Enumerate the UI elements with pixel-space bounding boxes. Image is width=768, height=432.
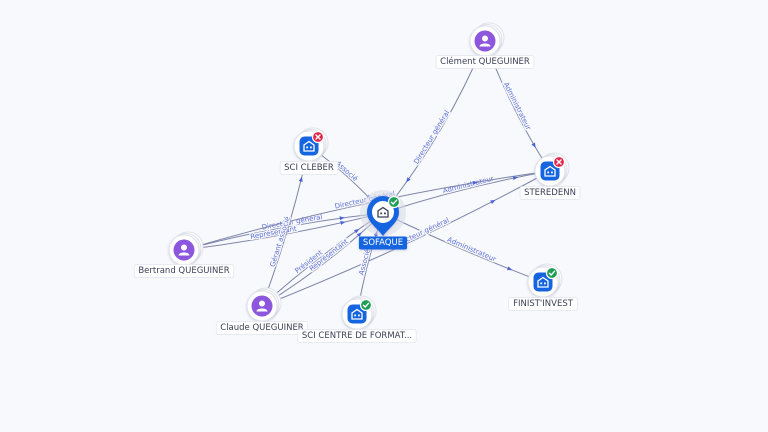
edge-arrow xyxy=(506,266,513,271)
close-badge-icon xyxy=(552,155,566,169)
building-icon-window xyxy=(540,282,543,285)
node-label-bg xyxy=(215,321,309,335)
person-icon xyxy=(479,35,491,47)
building-icon xyxy=(351,308,363,320)
node-finist[interactable]: FINIST'INVEST xyxy=(508,263,578,311)
person-icon-body xyxy=(256,308,268,312)
edge-label: Administrateur xyxy=(502,81,533,131)
node-sci_centre[interactable]: SCI CENTRE DE FORMAT... xyxy=(297,295,417,343)
node-label-text: Bertrand QUEGUINER xyxy=(138,266,229,276)
node-label-bg xyxy=(358,236,408,250)
building-icon-window xyxy=(547,171,550,174)
node-label-bg xyxy=(279,161,339,175)
edge-label: Directeur général xyxy=(412,109,451,166)
edge-arrow xyxy=(472,180,478,185)
edge-arrow xyxy=(512,176,519,181)
edge-arrow xyxy=(340,220,346,225)
building-icon-outline xyxy=(303,140,315,152)
node-label-sofaque[interactable]: SOFAQUE xyxy=(358,236,408,250)
node-bertrand[interactable]: Bertrand QUEGUINER xyxy=(133,231,235,278)
building-icon-window xyxy=(310,146,312,149)
edge-line xyxy=(261,170,551,307)
building-icon xyxy=(303,140,315,152)
check-badge-icon xyxy=(359,298,373,312)
building-icon-window xyxy=(380,212,383,215)
node-label-steredenn[interactable]: STEREDENN xyxy=(519,186,581,200)
node-label-text: SCI CLEBER xyxy=(284,163,334,173)
node-label-finist[interactable]: FINIST'INVEST xyxy=(508,297,578,311)
edge-label: Administrateur xyxy=(446,236,497,264)
building-icon xyxy=(537,276,549,288)
building-icon xyxy=(544,165,556,177)
close-badge-icon xyxy=(311,130,325,144)
edge-arrow xyxy=(339,216,345,221)
building-icon-window xyxy=(551,171,553,174)
building-icon-window xyxy=(306,146,309,149)
node-label-bg xyxy=(519,186,581,200)
building-icon-window xyxy=(384,212,386,215)
edge-arrow xyxy=(490,199,496,205)
node-label-text: Claude QUEGUINER xyxy=(220,323,304,333)
building-icon-window xyxy=(544,282,546,285)
node-label-text: FINIST'INVEST xyxy=(513,299,574,309)
edge-arrow xyxy=(356,232,362,238)
nodes-layer: SOFAQUE Clément QUEGUINER SCI CLEBER STERED… xyxy=(133,22,581,343)
person-icon-head xyxy=(181,244,187,251)
edge-line xyxy=(183,212,384,251)
node-label-bg xyxy=(133,264,235,278)
building-icon-outline xyxy=(377,206,389,218)
edge-arrow xyxy=(298,176,303,182)
building-icon-window xyxy=(354,314,357,317)
node-claude[interactable]: Claude QUEGUINER xyxy=(215,287,309,335)
edges-layer: Directeur généralAdministrateurAdministr… xyxy=(183,40,551,315)
edge-label: Associé xyxy=(358,248,372,276)
node-label-sci_centre[interactable]: SCI CENTRE DE FORMAT... xyxy=(297,329,417,343)
edge-arrow xyxy=(354,228,360,234)
edge-arrow xyxy=(531,142,536,148)
person-icon-body xyxy=(178,252,190,256)
node-label-text: Clément QUEGUINER xyxy=(440,56,530,67)
node-label-bg xyxy=(435,55,535,69)
node-label-clement[interactable]: Clément QUEGUINER xyxy=(435,55,535,69)
node-steredenn[interactable]: STEREDENN xyxy=(519,152,581,200)
edge-label: Administrateur xyxy=(442,175,495,195)
person-icon xyxy=(178,244,190,256)
person-icon-head xyxy=(482,35,488,42)
node-label-bg xyxy=(508,297,578,311)
building-icon xyxy=(377,206,389,218)
person-icon-body xyxy=(479,43,491,47)
node-sci_cleber[interactable]: SCI CLEBER xyxy=(279,127,339,175)
person-icon xyxy=(256,300,268,312)
building-icon-window xyxy=(358,314,360,317)
building-icon-outline xyxy=(544,165,556,177)
node-label-bg xyxy=(297,329,417,343)
edge-line xyxy=(183,212,384,251)
node-label-sci_cleber[interactable]: SCI CLEBER xyxy=(279,161,339,175)
node-clement[interactable]: Clément QUEGUINER xyxy=(435,22,535,69)
building-icon-outline xyxy=(537,276,549,288)
check-badge-icon xyxy=(387,195,401,209)
node-sofaque[interactable]: SOFAQUE xyxy=(358,190,408,250)
node-label-text: SCI CENTRE DE FORMAT... xyxy=(302,331,412,341)
person-icon-head xyxy=(259,300,265,307)
edge-arrow xyxy=(406,177,411,183)
node-label-bertrand[interactable]: Bertrand QUEGUINER xyxy=(133,264,235,278)
node-label-claude[interactable]: Claude QUEGUINER xyxy=(215,321,309,335)
node-label-text: STEREDENN xyxy=(524,188,576,198)
check-badge-icon xyxy=(545,266,559,280)
node-label-text: SOFAQUE xyxy=(363,238,403,248)
building-icon-outline xyxy=(351,308,363,320)
